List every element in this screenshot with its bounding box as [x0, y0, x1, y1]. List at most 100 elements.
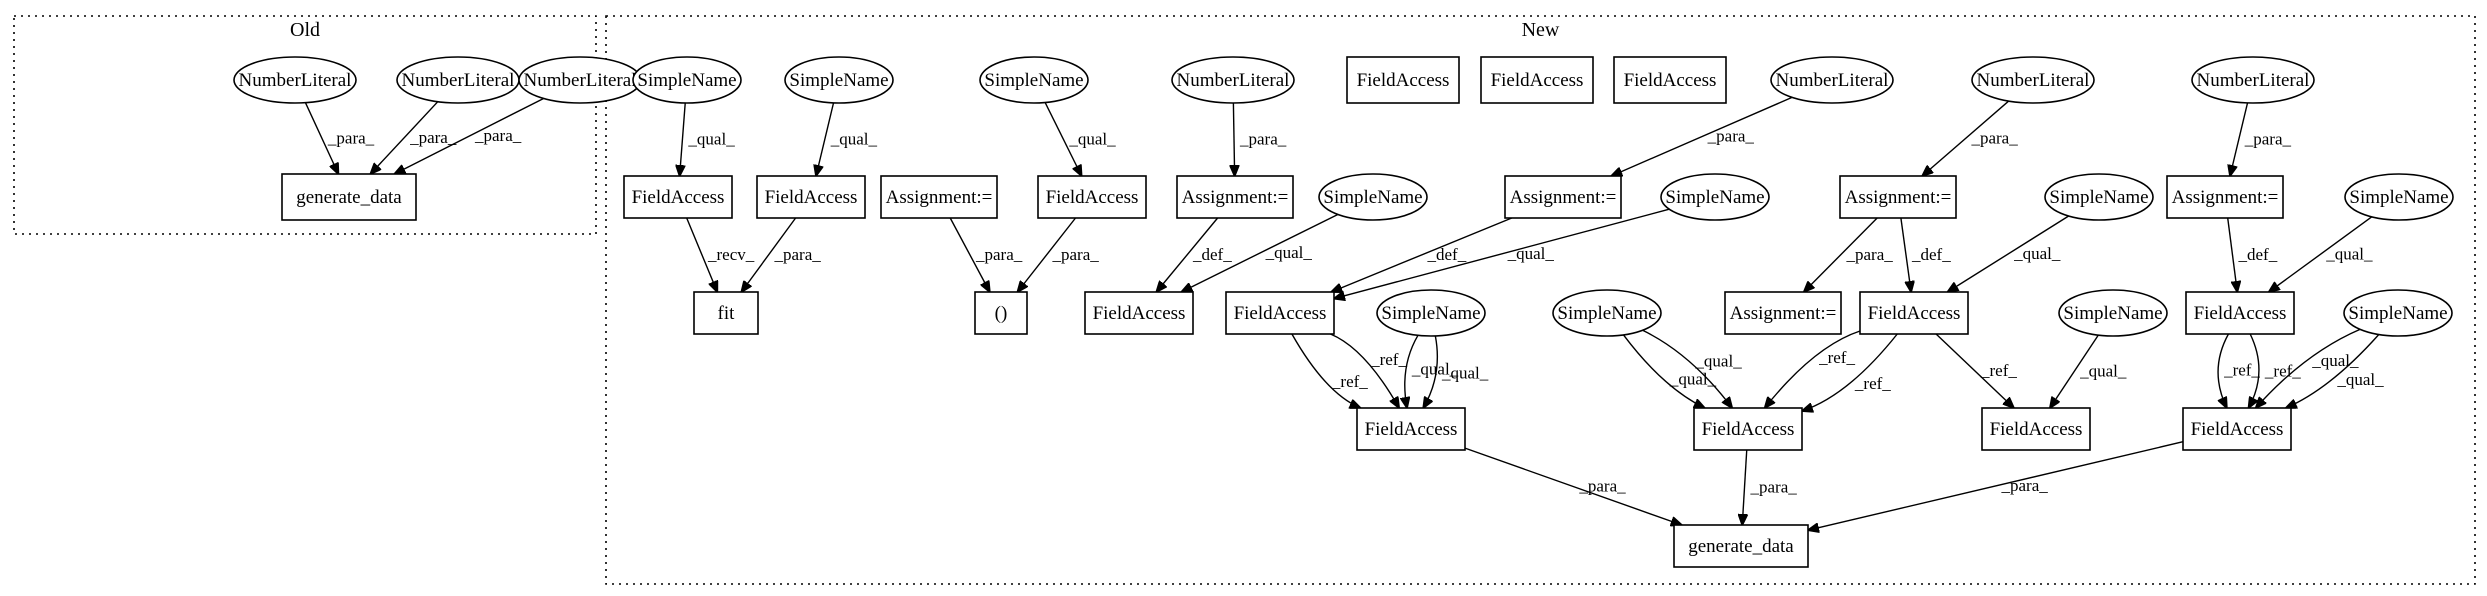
node-nl4: NumberLiteral — [2191, 56, 2315, 104]
node-box — [1673, 524, 1809, 568]
node-box — [1356, 407, 1466, 451]
node-fa7: FieldAccess — [2185, 291, 2295, 335]
node-as4: Assignment:= — [1839, 175, 1957, 219]
edge-label: _para_ — [1846, 245, 1894, 264]
edge-label: _para_ — [975, 245, 1023, 264]
edge-label: _qual_ — [2311, 351, 2359, 370]
node-fa_iso3: FieldAccess — [1613, 56, 1727, 104]
edge-arrow — [1808, 441, 2184, 530]
edge-label: _ref_ — [1370, 350, 1407, 369]
node-label: Assignment:= — [886, 187, 993, 208]
node-box — [1084, 291, 1194, 335]
node-sn11: SimpleName — [2343, 289, 2453, 337]
node-label: FieldAccess — [1491, 70, 1584, 91]
edge-sn8-fa8: _qual_ — [1423, 335, 1489, 408]
node-sn4: SimpleName — [1318, 173, 1428, 221]
edge-sn11-fa11: _qual_ — [2286, 334, 2384, 408]
node-ellipse — [632, 56, 742, 104]
edge-label: _recv_ — [707, 245, 755, 264]
node-sn8: SimpleName — [1376, 289, 1486, 337]
node-sn10: SimpleName — [2058, 289, 2168, 337]
node-ellipse — [1376, 289, 1486, 337]
edge-arrow — [1334, 208, 1670, 298]
edge-fa2-fit: _para_ — [741, 217, 822, 292]
edge-sn9-fa9: _qual_ — [1642, 329, 1742, 408]
edge-arrow — [1156, 217, 1219, 292]
node-as3: Assignment:= — [1504, 175, 1622, 219]
node-label: SimpleName — [1323, 187, 1422, 208]
edge-arrow — [1622, 334, 1705, 408]
edge-label: _para_ — [409, 128, 457, 147]
node-o_nl3: NumberLiteral — [518, 56, 642, 104]
node-label: FieldAccess — [765, 187, 858, 208]
edge-sn7-fa7: _qual_ — [2269, 216, 2373, 292]
edge-nl4-as5: _para_ — [2230, 102, 2292, 176]
cluster-new: New — [605, 15, 2476, 585]
node-label: generate_data — [296, 187, 402, 208]
node-label: Assignment:= — [1510, 187, 1617, 208]
node-o_nl1: NumberLiteral — [233, 56, 357, 104]
node-box — [1346, 56, 1460, 104]
edge-arrow — [1922, 100, 2010, 176]
edge-label: _para_ — [774, 245, 822, 264]
edge-arrow — [2269, 216, 2373, 292]
node-label: NumberLiteral — [1977, 70, 2090, 91]
edge-as5-fa7: _def_ — [2227, 217, 2278, 292]
node-label: NumberLiteral — [524, 70, 637, 91]
edge-label: _para_ — [1707, 127, 1755, 146]
cluster-old-label: Old — [290, 19, 320, 41]
node-fa2: FieldAccess — [756, 175, 866, 219]
node-label: NumberLiteral — [2197, 70, 2310, 91]
node-ellipse — [1660, 173, 1770, 221]
edge-sn11-fa11: _qual_ — [2256, 328, 2361, 408]
edge-arrow — [1017, 217, 1077, 292]
edge-arrow — [394, 97, 544, 174]
cluster-old: Old — [13, 15, 597, 235]
edge-label: _qual_ — [1411, 359, 1459, 378]
edge-label: _qual_ — [2325, 244, 2373, 263]
node-sn1: SimpleName — [632, 56, 742, 104]
edge-label: _para_ — [327, 128, 375, 147]
node-ellipse — [1552, 289, 1662, 337]
node-fit: fit — [693, 291, 759, 335]
node-box — [756, 175, 866, 219]
node-label: FieldAccess — [1868, 303, 1961, 324]
node-fa_iso1: FieldAccess — [1346, 56, 1460, 104]
node-label: SimpleName — [1665, 187, 1764, 208]
node-fa1: FieldAccess — [623, 175, 733, 219]
edge-label: _qual_ — [1507, 244, 1555, 263]
node-label: SimpleName — [1381, 303, 1480, 324]
edge-label: _para_ — [1750, 478, 1798, 497]
edge-arrow — [1233, 102, 1234, 176]
edge-label: _qual_ — [1265, 243, 1313, 262]
edge-as1-paren: _para_ — [949, 217, 1023, 292]
edge-sn8-fa8: _qual_ — [1405, 334, 1459, 408]
node-box — [1176, 175, 1294, 219]
node-nl2: NumberLiteral — [1770, 56, 1894, 104]
edge-arrow — [686, 217, 718, 292]
edge-sn10-fa10: _qual_ — [2050, 334, 2127, 408]
node-o_gen: generate_data — [281, 173, 417, 221]
node-label: FieldAccess — [2194, 303, 2287, 324]
edge-fa9-gen: _para_ — [1742, 449, 1798, 525]
node-label: FieldAccess — [1357, 70, 1450, 91]
node-box — [1037, 175, 1147, 219]
node-label: FieldAccess — [1234, 303, 1327, 324]
edge-label: _def_ — [1427, 245, 1467, 264]
node-o_nl2: NumberLiteral — [396, 56, 520, 104]
node-label: NumberLiteral — [239, 70, 352, 91]
edge-arrow — [816, 102, 835, 176]
node-ellipse — [2044, 173, 2154, 221]
edge-arrow — [2217, 333, 2230, 408]
node-label: Assignment:= — [1182, 187, 1289, 208]
node-label: FieldAccess — [1093, 303, 1186, 324]
node-box — [1504, 175, 1622, 219]
edge-sn9-fa9: _qual_ — [1622, 334, 1717, 408]
node-fa3: FieldAccess — [1037, 175, 1147, 219]
edge-arrow — [2286, 334, 2380, 408]
edge-arrow — [1181, 213, 1339, 292]
edge-arrow — [2050, 334, 2099, 408]
edge-as4-as6: _para_ — [1804, 217, 1894, 292]
node-label: generate_data — [1688, 536, 1794, 557]
